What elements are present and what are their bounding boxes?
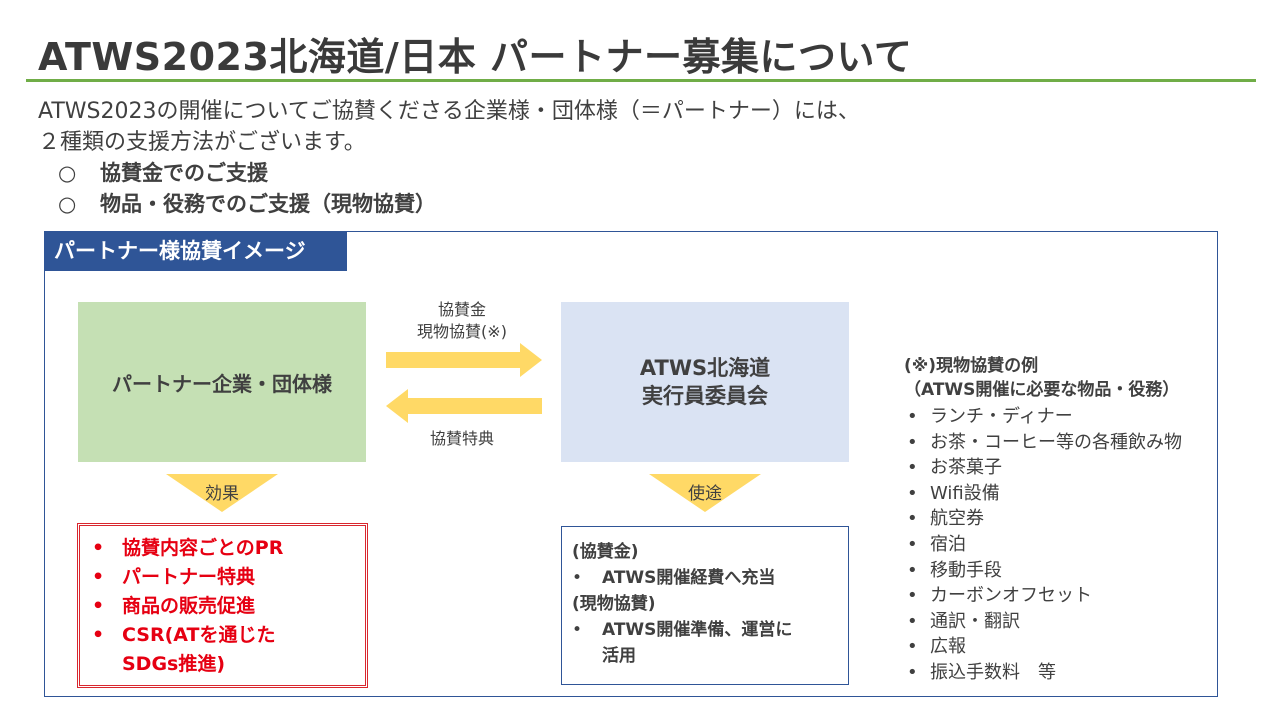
usage-item-text: ATWS開催準備、運営に <box>602 620 793 640</box>
bullet-icon: • <box>907 585 918 607</box>
bullet-icon: • <box>92 595 105 617</box>
list-item: • 広報 <box>904 634 1182 660</box>
example-text: お茶菓子 <box>930 457 1002 479</box>
page-title: ATWS2023北海道/日本 パートナー募集について <box>38 35 913 79</box>
usage-heading-cash: (協賛金) <box>572 542 639 562</box>
support-methods-list: ○ 協賛金でのご支援 ○ 物品・役務でのご支援（現物協賛） <box>58 158 436 220</box>
list-item: • パートナー特典 <box>90 563 365 592</box>
support-method-item: ○ 物品・役務でのご支援（現物協賛） <box>58 189 436 220</box>
usage-box: (協賛金) •ATWS開催経費へ充当 (現物協賛) •ATWS開催準備、運営に … <box>561 526 849 685</box>
example-text: 広報 <box>930 636 966 658</box>
list-item: • 航空券 <box>904 506 1182 532</box>
sponsorship-arrow-label: 協賛金 現物協賛(※) <box>396 299 528 343</box>
bullet-icon: • <box>907 559 918 581</box>
effect-down-arrow-icon <box>166 474 278 512</box>
list-item: • お茶・コーヒー等の各種飲み物 <box>904 430 1182 456</box>
effect-text: SDGs推進) <box>122 653 226 675</box>
circle-bullet-icon: ○ <box>58 192 77 216</box>
bullet-icon: • <box>92 537 105 559</box>
bullet-icon: • <box>907 431 918 453</box>
usage-down-arrow-icon <box>649 474 761 512</box>
bullet-icon: • <box>907 457 918 479</box>
example-text: お茶・コーヒー等の各種飲み物 <box>930 431 1182 453</box>
bullet-icon: • <box>572 568 583 588</box>
partner-image-frame <box>44 231 1218 697</box>
support-method-label: 物品・役務でのご支援（現物協賛） <box>100 192 436 216</box>
list-item: • ATWS開催経費へ充当 <box>572 565 848 591</box>
examples-heading: (※)現物協賛の例 <box>904 356 1039 376</box>
effect-label: 効果 <box>205 484 239 504</box>
list-item: • ランチ・ディナー <box>904 404 1182 430</box>
usage-item-text: 活用 <box>602 646 636 666</box>
examples-list: •ランチ・ディナー •お茶・コーヒー等の各種飲み物 •お茶菓子 •Wifi設備 … <box>904 404 1182 686</box>
right-arrow-icon <box>386 343 542 377</box>
list-item: • 通訳・翻訳 <box>904 609 1182 635</box>
intro-line-2: ２種類の支援方法がございます。 <box>38 130 366 155</box>
example-text: ランチ・ディナー <box>930 406 1073 427</box>
list-item: • Wifi設備 <box>904 481 1182 507</box>
title-divider <box>26 79 1256 82</box>
list-item: • 協賛内容ごとのPR <box>90 534 365 563</box>
bullet-icon: • <box>572 620 583 640</box>
list-item-continuation: 活用 <box>572 643 848 669</box>
list-item: • 宿泊 <box>904 532 1182 558</box>
inkind-examples: (※)現物協賛の例 （ATWS開催に必要な物品・役務） • ランチ・ディナー • お… <box>904 354 1182 686</box>
atws-box-line-2: 実行員委員会 <box>642 384 768 408</box>
bullet-icon: • <box>907 533 918 555</box>
effect-text: CSR(ATを通じた <box>122 624 276 646</box>
example-text: 通訳・翻訳 <box>930 610 1020 632</box>
circle-bullet-icon: ○ <box>58 161 77 185</box>
usage-label: 使途 <box>688 484 722 504</box>
intro-text: ATWS2023の開催についてご協賛くださる企業様・団体様（＝パートナー）には、… <box>38 96 860 158</box>
example-text: 航空券 <box>930 508 984 530</box>
list-item: • 移動手段 <box>904 558 1182 584</box>
example-text: 振込手数料 等 <box>930 661 1056 683</box>
effects-list: • 協賛内容ごとのPR • パートナー特典 • 商品の販売促進 • CSR(ATを通じた… <box>90 534 365 679</box>
support-method-label: 協賛金でのご支援 <box>100 161 268 185</box>
sponsorship-label-line-2: 現物協賛(※) <box>417 322 507 341</box>
bullet-icon: • <box>907 661 918 683</box>
list-item: • 商品の販売促進 <box>90 592 365 621</box>
effect-text: 商品の販売促進 <box>122 595 256 617</box>
bullet-icon: • <box>907 508 918 530</box>
examples-subheading: （ATWS開催に必要な物品・役務） <box>904 380 1180 400</box>
bullet-icon: • <box>92 624 105 646</box>
usage-item-text: ATWS開催経費へ充当 <box>602 568 776 588</box>
example-text: Wifi設備 <box>930 482 1000 504</box>
atws-committee-box: ATWS北海道 実行員委員会 <box>561 302 849 462</box>
list-item: • お茶菓子 <box>904 455 1182 481</box>
bullet-icon: • <box>907 636 918 658</box>
diagram-header: パートナー様協賛イメージ <box>44 231 347 271</box>
left-arrow-icon <box>386 389 542 423</box>
atws-box-line-1: ATWS北海道 <box>639 356 771 380</box>
list-item: • CSR(ATを通じた <box>90 621 365 650</box>
intro-line-1: ATWS2023の開催についてご協賛くださる企業様・団体様（＝パートナー）には、 <box>38 99 860 124</box>
list-item: • ATWS開催準備、運営に <box>572 617 848 643</box>
effect-text: 協賛内容ごとのPR <box>122 537 284 559</box>
list-item: • 振込手数料 等 <box>904 660 1182 686</box>
bullet-icon: • <box>907 482 918 504</box>
bullet-icon: • <box>92 566 105 588</box>
example-text: カーボンオフセット <box>930 585 1092 607</box>
example-text: 移動手段 <box>930 559 1002 581</box>
benefits-arrow-label: 協賛特典 <box>429 429 494 448</box>
partner-box: パートナー企業・団体様 <box>78 302 366 462</box>
effects-box: • 協賛内容ごとのPR • パートナー特典 • 商品の販売促進 • CSR(ATを通じた… <box>77 523 368 688</box>
example-text: 宿泊 <box>930 533 966 555</box>
bullet-icon: • <box>907 406 918 427</box>
support-method-item: ○ 協賛金でのご支援 <box>58 158 436 189</box>
sponsorship-label-line-1: 協賛金 <box>437 300 486 319</box>
partner-box-label: パートナー企業・団体様 <box>112 371 332 396</box>
usage-heading-inkind: (現物協賛) <box>572 594 656 614</box>
bullet-icon: • <box>907 610 918 632</box>
effect-text: パートナー特典 <box>122 566 256 588</box>
list-item: • カーボンオフセット <box>904 583 1182 609</box>
list-item-continuation: SDGs推進) <box>90 650 365 679</box>
